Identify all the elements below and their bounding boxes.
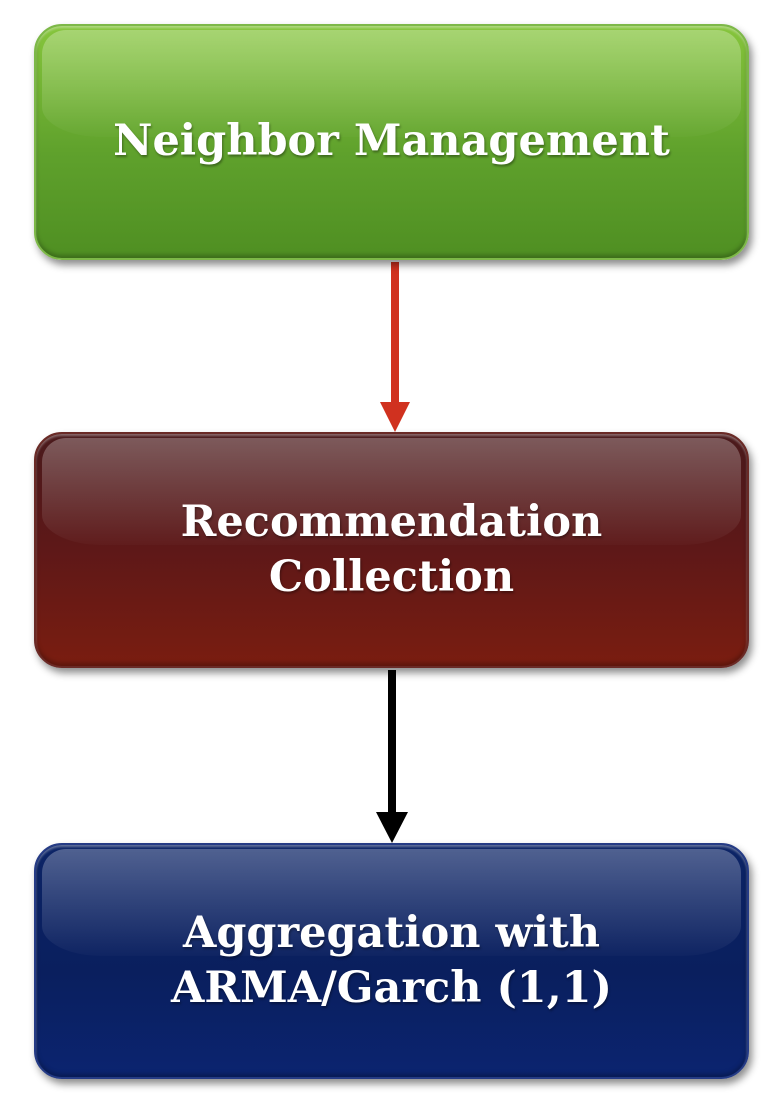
box-recommendation-collection-label-line-1: Recommendation <box>180 496 603 547</box>
box-aggregation-label-line-1: Aggregation with <box>182 907 601 958</box>
arrow-recommendation-to-aggregation <box>376 670 408 843</box>
box-neighbor-management: Neighbor Management <box>34 24 749 260</box>
box-aggregation-arma-garch: Aggregation with ARMA/Garch (1,1) <box>34 843 749 1079</box>
box-recommendation-collection-label-line-2: Collection <box>268 552 515 602</box>
box-aggregation-label-line-2: ARMA/Garch (1,1) <box>171 963 612 1013</box>
box-recommendation-collection: Recommendation Collection <box>34 432 749 668</box>
arrow-neighbor-to-recommendation <box>380 262 410 432</box>
box-neighbor-management-label: Neighbor Management <box>113 116 670 167</box>
